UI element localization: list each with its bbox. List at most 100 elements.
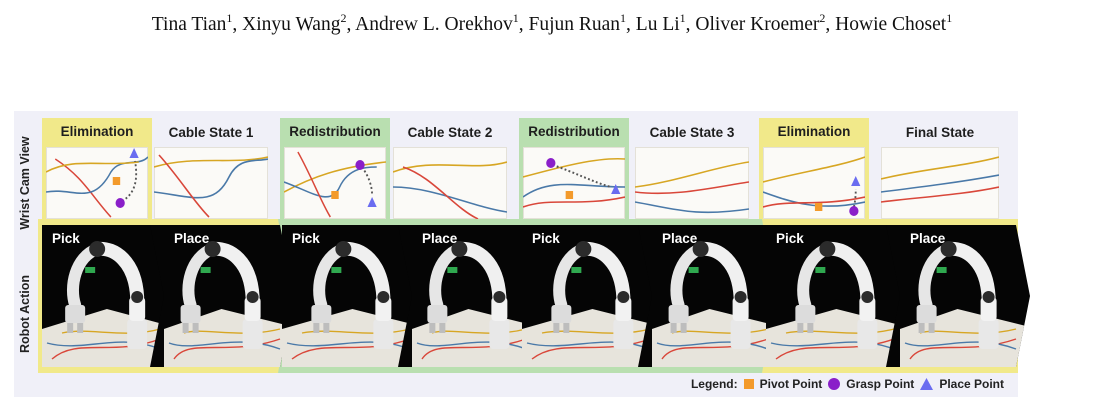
author: Tina Tian1 — [151, 11, 233, 35]
legend: Legend: Pivot Point Grasp Point Place Po… — [691, 377, 1004, 391]
pivot-point-marker — [112, 177, 121, 185]
cable-line — [881, 156, 999, 180]
robot-arm — [795, 241, 878, 349]
wrist-cam-image — [154, 147, 268, 219]
cable-line — [284, 161, 386, 193]
action-label-pick: Pick — [292, 231, 320, 246]
cable-line — [656, 341, 769, 350]
cable-line — [635, 201, 749, 214]
action-label-place: Place — [662, 231, 698, 246]
action-label-pick: Pick — [532, 231, 560, 246]
robot-arm — [65, 241, 148, 349]
action-label-place: Place — [422, 231, 458, 246]
robot-action-image-pick: Pick — [282, 225, 424, 367]
cable-line — [904, 341, 1017, 350]
cable-line — [286, 341, 411, 350]
move-arrow — [552, 164, 612, 188]
cable-line — [775, 338, 895, 360]
cable-line — [402, 166, 479, 219]
cable-line — [635, 161, 749, 188]
action-label-pick: Pick — [776, 231, 804, 246]
robot-action-image-pick: Pick — [42, 225, 174, 367]
author: Howie Choset1 — [835, 11, 953, 35]
cable-line — [393, 186, 507, 213]
cable-line — [635, 181, 749, 195]
action-label-pick: Pick — [52, 231, 80, 246]
cable-line — [881, 186, 999, 203]
wrist-cam-image — [393, 147, 507, 219]
author-line: Tina Tian1, Xinyu Wang2, Andrew L. Orekh… — [151, 11, 953, 35]
move-arrow — [852, 188, 857, 208]
action-label-place: Place — [174, 231, 210, 246]
cable-line — [909, 338, 1017, 360]
cable-line — [763, 196, 865, 208]
author: Xinyu Wang2 — [242, 11, 347, 35]
grasp-point-icon — [828, 378, 841, 390]
legend-label-grasp: Grasp Point — [846, 377, 915, 391]
wrist-cam-image — [635, 147, 749, 219]
place-point-marker — [129, 148, 139, 158]
legend-label-place: Place Point — [939, 377, 1004, 391]
cable-line — [54, 158, 112, 218]
author: Lu Li1 — [635, 11, 686, 35]
cable-line — [431, 328, 527, 334]
cable-line — [671, 328, 769, 334]
grasp-point-marker — [355, 160, 365, 170]
cable-line — [531, 338, 651, 360]
cable-line — [523, 183, 625, 198]
robot-action-image-pick: Pick — [766, 225, 908, 367]
legend-title: Legend: — [690, 377, 738, 391]
cable-line — [301, 328, 411, 334]
cable-line — [154, 158, 268, 199]
place-point-marker — [851, 176, 861, 186]
cable-line — [284, 166, 377, 198]
grasp-point-marker — [849, 206, 859, 216]
robot-arm — [916, 241, 999, 349]
pivot-point-marker — [565, 191, 574, 199]
robot-action-image-place: Place — [638, 225, 782, 367]
author: Oliver Kroemer2 — [695, 11, 826, 35]
cable-line — [173, 338, 281, 360]
cable-line — [763, 156, 865, 183]
pivot-point-marker — [814, 203, 823, 211]
panel-header-cable-state-2: Cable State 2 — [407, 124, 493, 140]
cable-line — [46, 161, 139, 173]
move-arrow — [361, 166, 374, 196]
cable-line — [291, 338, 411, 360]
cable-line — [881, 174, 999, 193]
panel-header-final-state: Final State — [905, 124, 975, 140]
place-point-marker — [367, 197, 377, 207]
cable-line — [541, 328, 651, 334]
robot-arm — [180, 241, 263, 349]
place-point-icon — [920, 378, 934, 390]
cable-line — [297, 151, 331, 218]
cable-line — [919, 328, 1017, 334]
robot-action-image-pick: Pick — [522, 225, 664, 367]
panel-header-cable-state-1: Cable State 1 — [168, 124, 254, 140]
cable-line — [523, 196, 625, 208]
grasp-point-marker — [546, 158, 556, 168]
robot-action-image-place: Place — [398, 225, 540, 367]
wrist-cam-image — [763, 147, 865, 219]
grasp-point-marker — [115, 198, 125, 208]
author: Andrew L. Orekhov1 — [355, 11, 519, 35]
robot-arm — [551, 241, 634, 349]
cable-line — [770, 341, 895, 350]
cable-line — [168, 341, 281, 350]
cable-line — [416, 341, 527, 350]
cable-line — [158, 154, 210, 218]
robot-action-image-place: Place — [886, 225, 1030, 367]
legend-label-pivot: Pivot Point — [759, 377, 823, 391]
robot-arm — [311, 241, 394, 349]
robot-arm — [427, 241, 510, 349]
pivot-point-icon — [743, 379, 754, 389]
robot-action-image-place: Place — [150, 225, 294, 367]
panel-header-cable-state-3: Cable State 3 — [649, 124, 735, 140]
wrist-cam-image — [284, 147, 386, 219]
wrist-cam-image — [881, 147, 999, 219]
place-point-marker — [611, 184, 621, 194]
cable-line — [763, 191, 865, 207]
cable-line — [785, 328, 895, 334]
move-arrow — [121, 160, 138, 202]
